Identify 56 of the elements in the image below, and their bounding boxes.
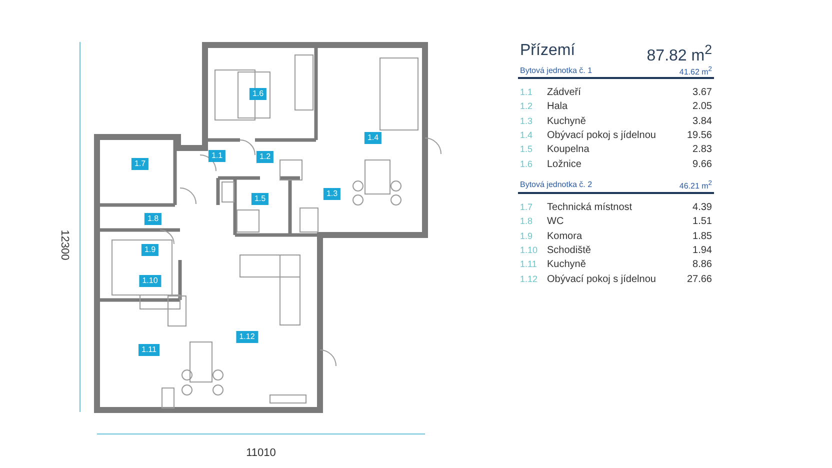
room-area: 4.39 [692,203,712,213]
room-number: 1.5 [251,193,269,205]
room-number: 1.11 [520,260,537,270]
room-number: 1.10 [139,275,161,287]
room-number: 1.9 [141,244,159,256]
total-area: 87.82 m$^{2}$ [646,43,712,64]
room-number: 1.2 [520,102,533,112]
room-area: 19.56 [686,130,712,141]
floor-title: Přízemí [520,43,576,59]
room-area: 1.51 [692,217,712,228]
room-number: 1.9 [520,232,533,241]
room-name: Technická místnost [547,203,632,213]
room-name: WC [547,217,564,228]
room-area: 8.86 [692,260,712,270]
room-number: 1.5 [520,145,533,154]
room-number: 1.11 [138,344,160,356]
room-number: 1.3 [323,188,341,200]
room-area: 2.05 [692,102,712,112]
room-number: 1.1 [520,88,533,97]
room-number: 1.2 [256,151,274,163]
room-number: 1.8 [144,213,162,225]
room-name: Obývací pokoj s jídelnou [547,274,656,284]
room-name: Zádveří [547,88,581,98]
room-area: 1.85 [692,232,712,242]
room-name: Kuchyně [547,116,586,127]
room-number: 1.3 [520,116,533,126]
unit-heading: Bytová jednotka č. 2 [520,181,592,189]
room-name: Schodiště [547,246,591,256]
room-number: 1.12 [520,274,538,284]
room-number: 1.4 [520,130,533,140]
unit-heading: Bytová jednotka č. 1 [520,67,592,75]
room-area: 27.66 [686,274,712,284]
room-name: Kuchyně [547,260,586,270]
room-number: 1.6 [249,88,267,100]
room-area: 9.66 [692,160,712,170]
room-name: Hala [547,102,568,112]
room-area: 3.67 [692,88,712,98]
room-name: Koupelna [547,145,590,156]
room-name: Komora [547,232,582,242]
unit-area: 41.62 m$^{2}$ [679,67,712,77]
room-number: 1.10 [520,246,538,255]
room-area: 1.94 [692,246,712,256]
room-number: 1.1 [208,150,226,162]
room-name: Obývací pokoj s jídelnou [547,130,656,141]
room-name: Ložnice [547,160,582,170]
dimension-label: 11010 [246,448,276,459]
room-number: 1.4 [364,132,382,144]
room-number: 1.6 [520,160,533,168]
unit-area: 46.21 m$^{2}$ [679,181,712,191]
room-area: 2.83 [692,145,712,156]
room-area: 3.84 [692,116,712,127]
room-number: 1.7 [520,203,533,212]
room-number: 1.7 [131,158,149,170]
dimension-label: 12300 [58,230,70,260]
room-number: 1.12 [236,331,258,343]
room-number: 1.8 [520,217,533,226]
